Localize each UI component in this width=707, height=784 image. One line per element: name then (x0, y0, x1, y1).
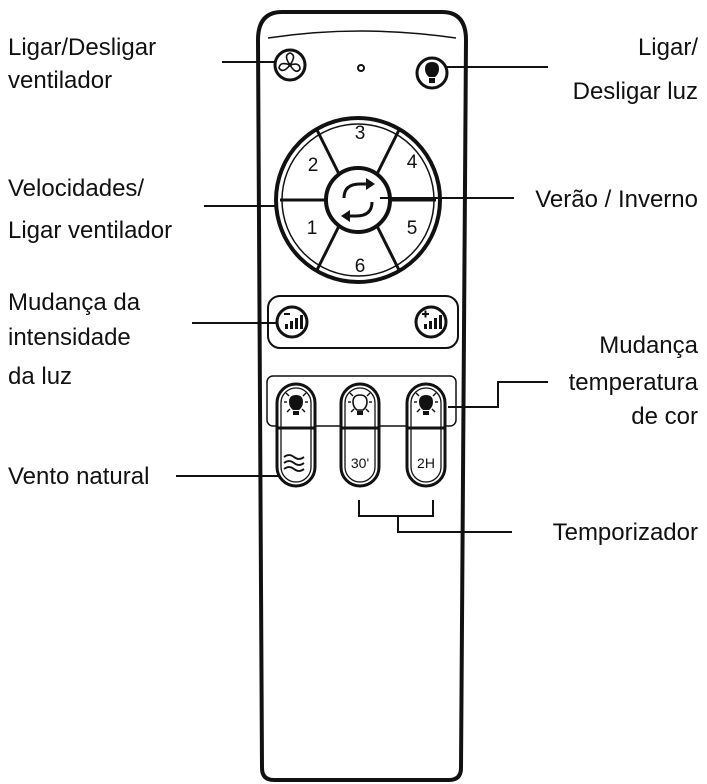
label-dimmer: Mudança da intensidade da luz (8, 289, 141, 390)
indicator-led (357, 64, 365, 72)
speed-3-button[interactable]: 3 (355, 123, 366, 144)
label-light-power: Ligar/ Desligar luz (573, 34, 699, 105)
bulb-cold-icon[interactable] (348, 392, 372, 415)
svg-text:Ligar/Desligar: Ligar/Desligar (8, 34, 156, 61)
svg-text:de cor: de cor (631, 403, 698, 430)
label-speeds: Velocidades/ Ligar ventilador (8, 175, 172, 244)
callout-lines (176, 61, 548, 533)
speed-wheel: 1 2 3 4 5 6 (274, 116, 442, 284)
speed-6-button[interactable]: 6 (355, 256, 366, 277)
speed-1-button[interactable]: 1 (307, 218, 318, 239)
speed-4-button[interactable]: 4 (407, 152, 418, 173)
bulb-icon (425, 62, 439, 83)
bulb-warm-icon[interactable] (284, 392, 308, 415)
timer-2h-pill (405, 382, 447, 488)
wind-waves-icon[interactable] (283, 454, 305, 472)
timer-30-button[interactable]: 30' (351, 455, 369, 471)
fan-icon (278, 52, 301, 73)
svg-text:Mudança: Mudança (599, 332, 698, 359)
svg-text:Velocidades/: Velocidades/ (8, 175, 144, 202)
timer-2h-button[interactable]: 2H (417, 455, 435, 471)
svg-text:Mudança da: Mudança da (8, 289, 141, 316)
label-fan-power: Ligar/Desligar ventilador (8, 34, 156, 94)
dim-up-button[interactable] (414, 305, 448, 339)
speed-2-button[interactable]: 2 (308, 155, 319, 176)
dim-down-icon (284, 313, 303, 329)
label-natural-wind: Vento natural (8, 463, 149, 490)
label-color-temp: Mudança temperatura de cor (569, 332, 699, 430)
svg-text:Ligar/: Ligar/ (638, 34, 698, 61)
fan-power-button[interactable] (273, 48, 307, 82)
speed-5-button[interactable]: 5 (407, 218, 418, 239)
svg-text:temperatura: temperatura (569, 369, 699, 396)
timer-30-pill (339, 382, 381, 488)
svg-text:ventilador: ventilador (8, 67, 112, 94)
reverse-arrows-icon[interactable] (341, 178, 375, 222)
dim-down-button[interactable] (275, 305, 309, 339)
warm-natural-wind-pill (275, 382, 317, 488)
label-timer: Temporizador (553, 519, 698, 546)
svg-text:intensidade: intensidade (8, 324, 131, 351)
svg-text:Ligar ventilador: Ligar ventilador (8, 217, 172, 244)
dim-up-icon (422, 310, 442, 329)
bulb-mixed-icon[interactable] (414, 392, 438, 415)
light-power-button[interactable] (415, 56, 449, 90)
svg-text:Desligar luz: Desligar luz (573, 78, 698, 105)
label-summer-winter: Verão / Inverno (535, 186, 698, 213)
svg-text:da luz: da luz (8, 363, 72, 390)
